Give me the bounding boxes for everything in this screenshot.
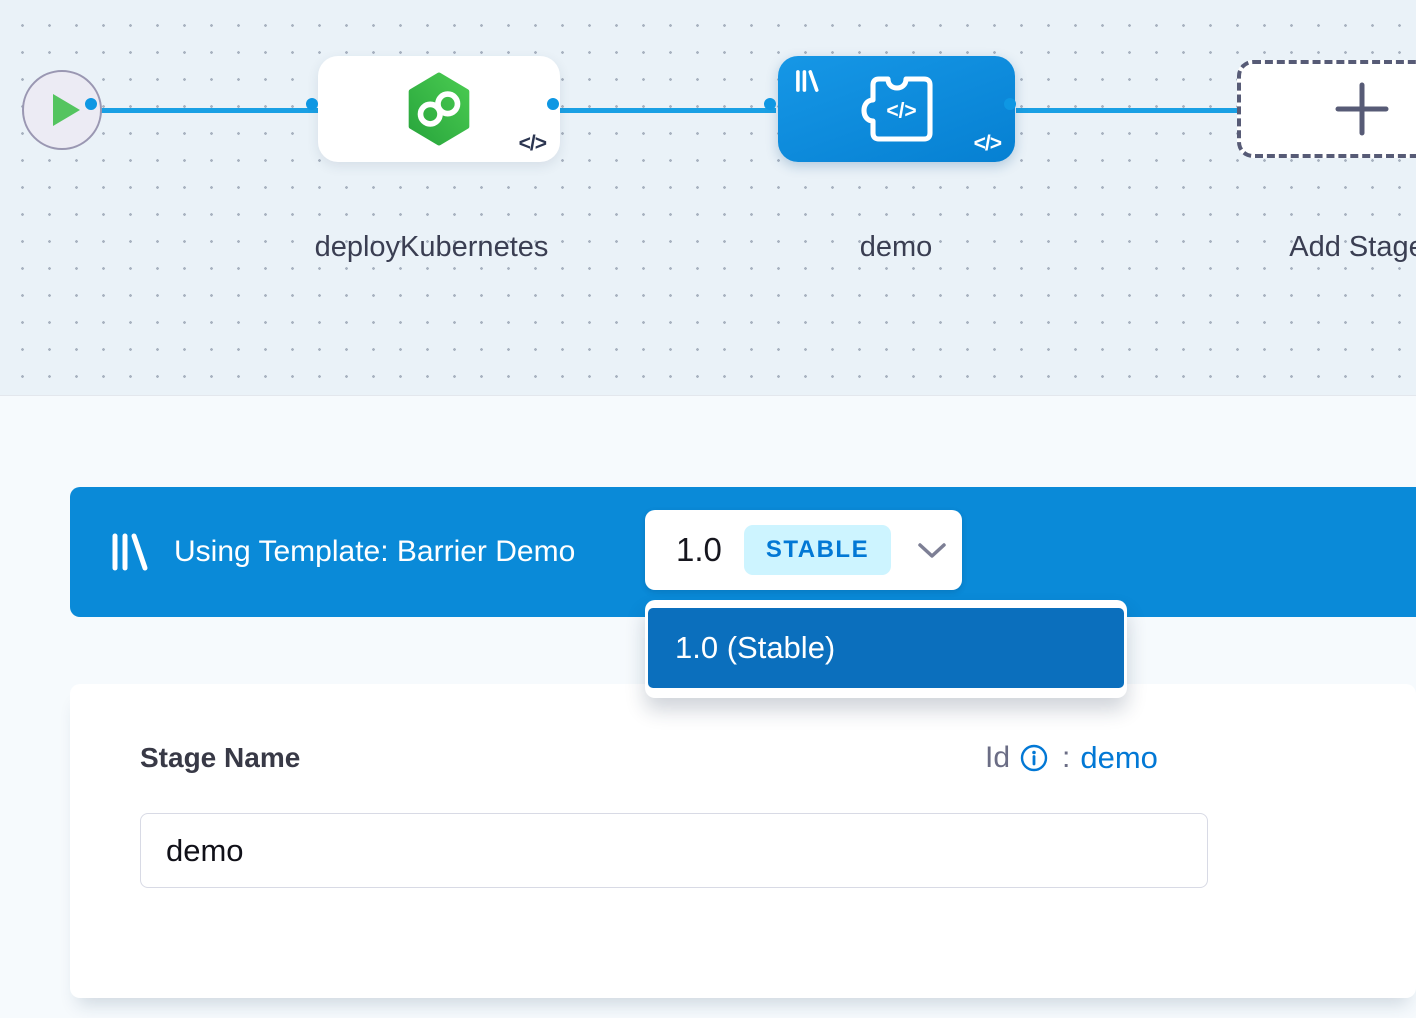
stage-id-value[interactable]: demo: [1080, 740, 1158, 775]
version-dropdown-menu: 1.0 (Stable): [645, 600, 1127, 698]
port-demo-out[interactable]: [1004, 98, 1016, 110]
custom-stage-icon: </>: [860, 76, 933, 142]
stage-label-demo[interactable]: demo: [859, 231, 933, 263]
using-template-text: Using Template: Barrier Demo: [174, 535, 576, 568]
template-icon: [796, 70, 819, 92]
info-icon[interactable]: [1020, 744, 1048, 772]
port-deploy-in[interactable]: [306, 98, 318, 110]
stage-label-deploykubernetes[interactable]: deployKubernetes: [314, 231, 549, 263]
stable-badge: STABLE: [743, 525, 892, 575]
edge-start-to-deploy: [97, 108, 318, 113]
code-icon[interactable]: </>: [518, 132, 547, 155]
version-option-stable[interactable]: 1.0 (Stable): [648, 608, 1124, 688]
stage-overview-card: Stage Name Id : demo: [70, 684, 1416, 998]
stage-name-label: Stage Name: [140, 742, 301, 773]
port-start-out[interactable]: [85, 98, 97, 110]
play-icon: [52, 94, 80, 126]
version-number: 1.0: [676, 531, 722, 568]
edge-deploy-to-demo: [559, 108, 776, 113]
stage-node-deploykubernetes[interactable]: </>: [318, 56, 560, 162]
id-label: Id: [985, 741, 1011, 774]
port-deploy-out[interactable]: [547, 98, 559, 110]
code-icon[interactable]: </>: [973, 132, 1002, 155]
stage-node-demo[interactable]: </> </>: [778, 56, 1015, 162]
pipeline-start-node[interactable]: [22, 70, 102, 150]
stage-name-input[interactable]: [140, 813, 1208, 888]
id-separator: :: [1062, 741, 1071, 774]
port-demo-in[interactable]: [764, 98, 776, 110]
stage-id-row: Id : demo: [985, 740, 1158, 776]
harness-cd-hexagon-icon: [408, 72, 470, 146]
plus-icon: [1335, 82, 1389, 136]
pipeline-canvas[interactable]: </> </> </> deployKubernetes d: [0, 0, 1416, 396]
add-stage-button[interactable]: [1237, 60, 1416, 158]
svg-text:</>: </>: [886, 99, 916, 122]
using-template-banner: Using Template: Barrier Demo 1.0 STABLE: [70, 487, 1416, 617]
template-icon: [112, 533, 148, 571]
template-version-selector[interactable]: 1.0 STABLE: [645, 510, 962, 590]
add-stage-label[interactable]: Add Stage: [1289, 231, 1416, 263]
chevron-down-icon: [918, 542, 946, 558]
edge-demo-to-add-stage: [1016, 108, 1237, 113]
